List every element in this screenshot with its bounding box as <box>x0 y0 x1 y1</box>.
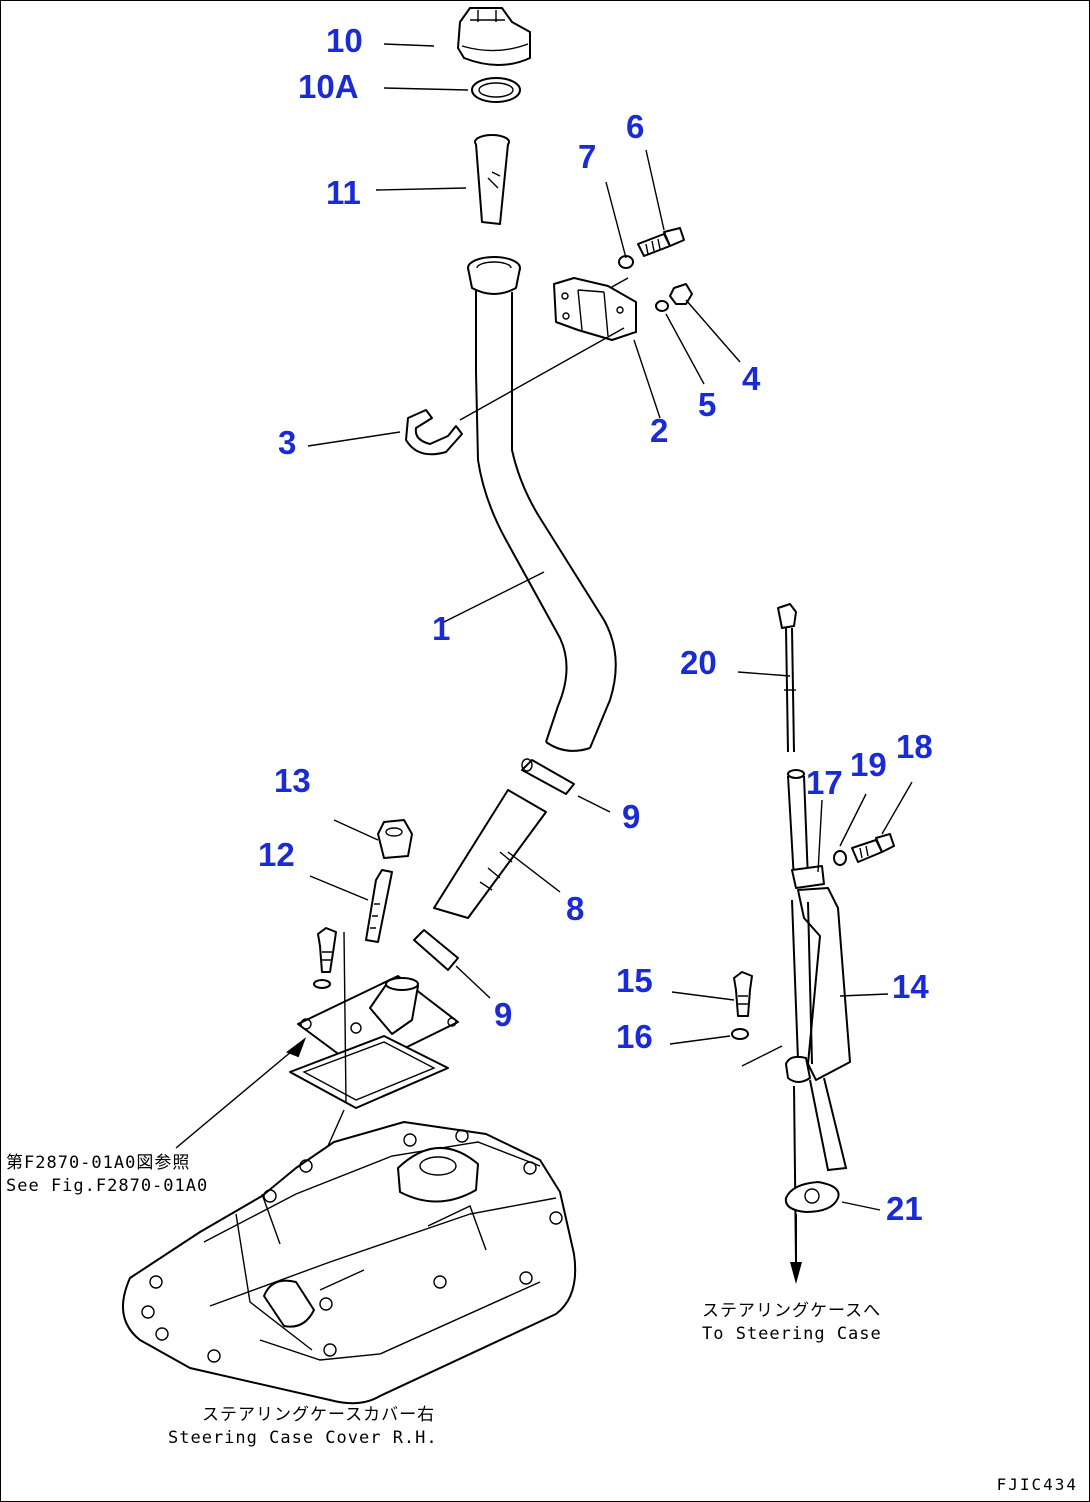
part-18-bolt <box>851 833 895 863</box>
see-fig-note: 第F2870-01A0図参照 See Fig.F2870-01A0 <box>6 1152 208 1198</box>
see-fig-note-jp: 第F2870-01A0図参照 <box>6 1153 191 1173</box>
part-15-bolt <box>733 971 753 1017</box>
see-fig-note-en: See Fig.F2870-01A0 <box>6 1175 209 1196</box>
case-cover-note-en: Steering Case Cover R.H. <box>168 1427 438 1448</box>
part-11-strainer <box>474 134 510 225</box>
callout-10: 10 <box>326 22 363 59</box>
callout-1: 1 <box>432 610 451 647</box>
to-steering-note-en: To Steering Case <box>702 1323 882 1344</box>
callout-14: 14 <box>892 968 929 1005</box>
part-16-washer <box>731 1028 749 1040</box>
part-1-collar <box>467 256 521 295</box>
part-1-filler-tube <box>475 290 617 752</box>
callout-4: 4 <box>742 360 761 397</box>
callout-11: 11 <box>326 174 361 211</box>
part-9-clip-upper <box>521 758 575 795</box>
leader-lines-left <box>175 43 741 1149</box>
part-14-bracket <box>785 887 851 1263</box>
callout-9-upper: 9 <box>622 798 641 835</box>
to-steering-note-jp: ステアリングケースへ <box>702 1301 882 1321</box>
part-21-gasket <box>784 1181 840 1213</box>
to-steering-arrowhead <box>790 1262 802 1284</box>
steering-case-cover <box>122 1121 577 1405</box>
part-12-gauge <box>365 869 393 943</box>
callout-19: 19 <box>850 746 887 783</box>
part-13-cap <box>377 819 413 859</box>
bolt-left <box>313 927 337 989</box>
case-cover-note: ステアリングケースカバー右 Steering Case Cover R.H. <box>168 1404 438 1450</box>
part-10-cap <box>457 7 531 66</box>
part-19-washer <box>833 850 847 866</box>
callout-9-lower: 9 <box>494 996 513 1033</box>
part-20-dipstick <box>777 603 797 753</box>
part-9-clip-lower <box>413 929 459 971</box>
callout-3: 3 <box>278 424 297 461</box>
callout-12: 12 <box>258 836 295 873</box>
part-6-bolt <box>637 227 685 257</box>
callout-21: 21 <box>886 1190 923 1227</box>
part-3-clamp <box>405 409 463 456</box>
callout-8: 8 <box>566 890 585 927</box>
case-cover-note-jp: ステアリングケースカバー右 <box>202 1405 436 1425</box>
part-10a-o-ring <box>471 77 521 103</box>
callout-6: 6 <box>626 108 645 145</box>
part-8-hose <box>433 789 547 919</box>
figure-id: FJIC434 <box>996 1475 1078 1494</box>
see-fig-arrow <box>285 1037 307 1058</box>
callout-13: 13 <box>274 762 311 799</box>
callout-7: 7 <box>578 138 597 175</box>
callout-18: 18 <box>896 728 933 765</box>
callout-2: 2 <box>650 412 669 449</box>
part-4-nut <box>669 283 693 305</box>
callout-17: 17 <box>806 764 843 801</box>
callout-16: 16 <box>616 1018 653 1055</box>
part-2-bracket <box>553 277 637 341</box>
callout-20: 20 <box>680 644 717 681</box>
callout-5: 5 <box>698 386 717 423</box>
leader-lines-right <box>669 671 913 1211</box>
part-5-washer <box>655 300 669 312</box>
callout-10a: 10A <box>298 68 359 105</box>
callout-15: 15 <box>616 962 653 999</box>
to-steering-note: ステアリングケースへ To Steering Case <box>702 1300 882 1346</box>
gasket <box>289 1035 449 1109</box>
part-17-guide-tube <box>787 769 825 889</box>
